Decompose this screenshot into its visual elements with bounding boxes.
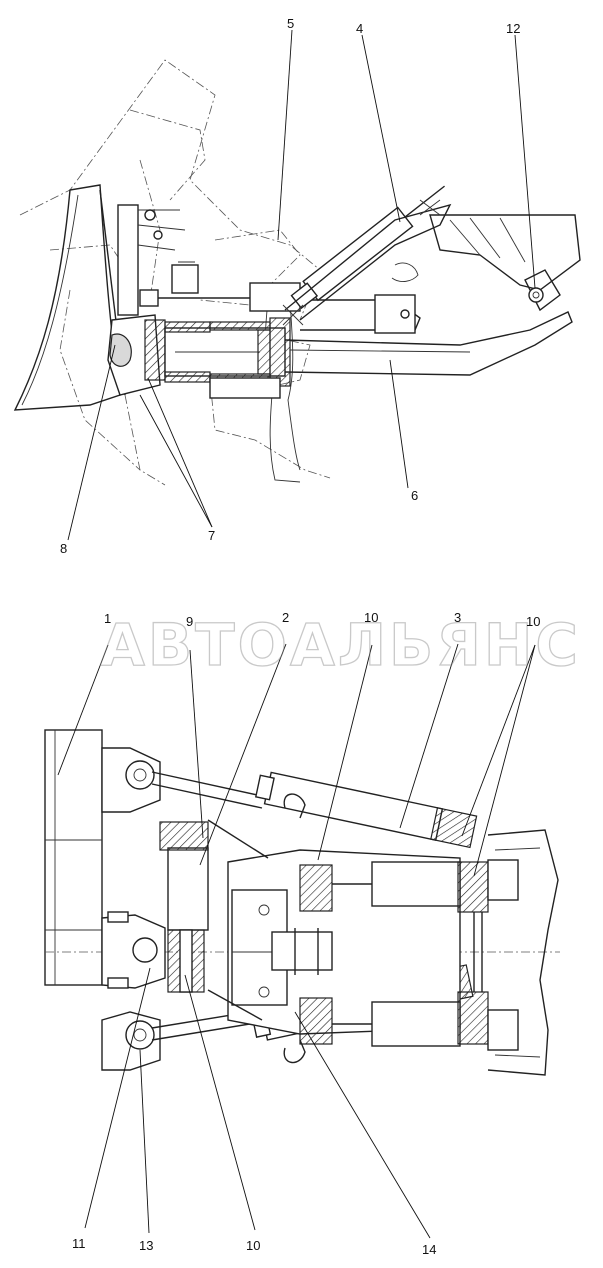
callout-11: 11 [72,1236,86,1251]
callout-14: 14 [422,1242,436,1257]
callout-3: 3 [454,610,461,625]
callout-5: 5 [287,16,294,31]
callout-9: 9 [186,614,193,629]
callout-2: 2 [282,610,289,625]
watermark: АВТОАЛЬЯНС [100,611,581,679]
callout-13: 13 [139,1238,153,1253]
callout-12: 12 [506,21,520,36]
callout-7: 7 [208,528,215,543]
callout-4: 4 [356,21,363,36]
callout-6: 6 [411,488,418,503]
callout-8: 8 [60,541,67,556]
callout-10-top: 10 [364,610,378,625]
callout-10-right: 10 [526,614,540,629]
side-view [13,59,581,486]
callout-10-bottom: 10 [246,1238,260,1253]
callout-1: 1 [104,611,111,626]
plan-view [44,729,560,1076]
